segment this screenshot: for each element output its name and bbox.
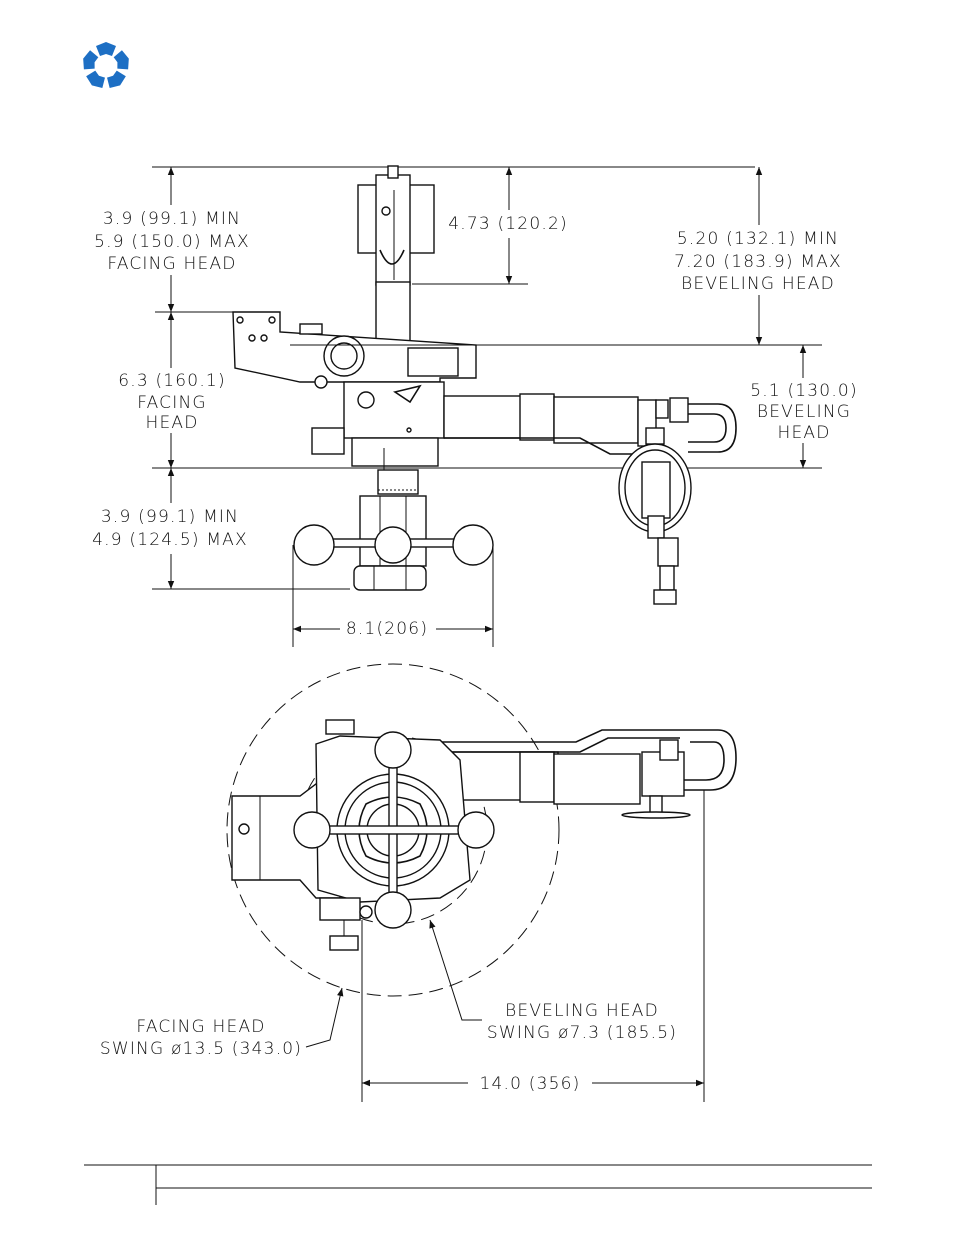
page-footer-rules xyxy=(84,1165,872,1205)
tool-height-label: 4.73 (120.2) xyxy=(448,214,568,234)
beveling-arm xyxy=(444,394,736,454)
main-body xyxy=(312,382,444,494)
handle-width-label: 8.1(206) xyxy=(346,619,428,639)
facing-head-arm xyxy=(233,312,476,388)
facing-head-height-line2: 5.9 (150.0) MAX xyxy=(94,232,250,252)
beveling-head-body-line3: HEAD xyxy=(777,423,830,443)
air-motor xyxy=(619,444,691,604)
beveling-swing-line1: BEVELING HEAD xyxy=(505,1001,659,1021)
facing-swing-line1: FACING HEAD xyxy=(136,1017,265,1037)
facing-head-height-line3: FACING HEAD xyxy=(107,254,236,274)
overall-length-label: 14.0 (356) xyxy=(480,1074,581,1094)
beveling-swing-line2: SWING ø7.3 (185.5) xyxy=(487,1023,677,1043)
facing-head-body-line2: FACING xyxy=(137,393,207,413)
beveling-head-height-line2: 7.20 (183.9) MAX xyxy=(674,252,842,272)
base-height-line1: 3.9 (99.1) MIN xyxy=(101,507,239,527)
facing-head-body-line1: 6.3 (160.1) xyxy=(118,371,226,391)
facing-swing-line2: SWING ø13.5 (343.0) xyxy=(100,1039,302,1059)
facing-head-height-line1: 3.9 (99.1) MIN xyxy=(103,209,241,229)
top-view-labels: FACING HEAD SWING ø13.5 (343.0) BEVELING… xyxy=(100,1001,677,1094)
beveling-head-body-line1: 5.1 (130.0) xyxy=(750,381,858,401)
facing-head-body-line3: HEAD xyxy=(145,413,198,433)
feed-handle-base xyxy=(294,496,493,590)
beveling-head-height-line1: 5.20 (132.1) MIN xyxy=(677,229,839,249)
tool-holder xyxy=(358,166,434,285)
beveling-head-body-line2: BEVELING xyxy=(757,402,851,422)
beveling-head-height-line3: BEVELING HEAD xyxy=(681,274,835,294)
base-height-line2: 4.9 (124.5) MAX xyxy=(92,530,248,550)
